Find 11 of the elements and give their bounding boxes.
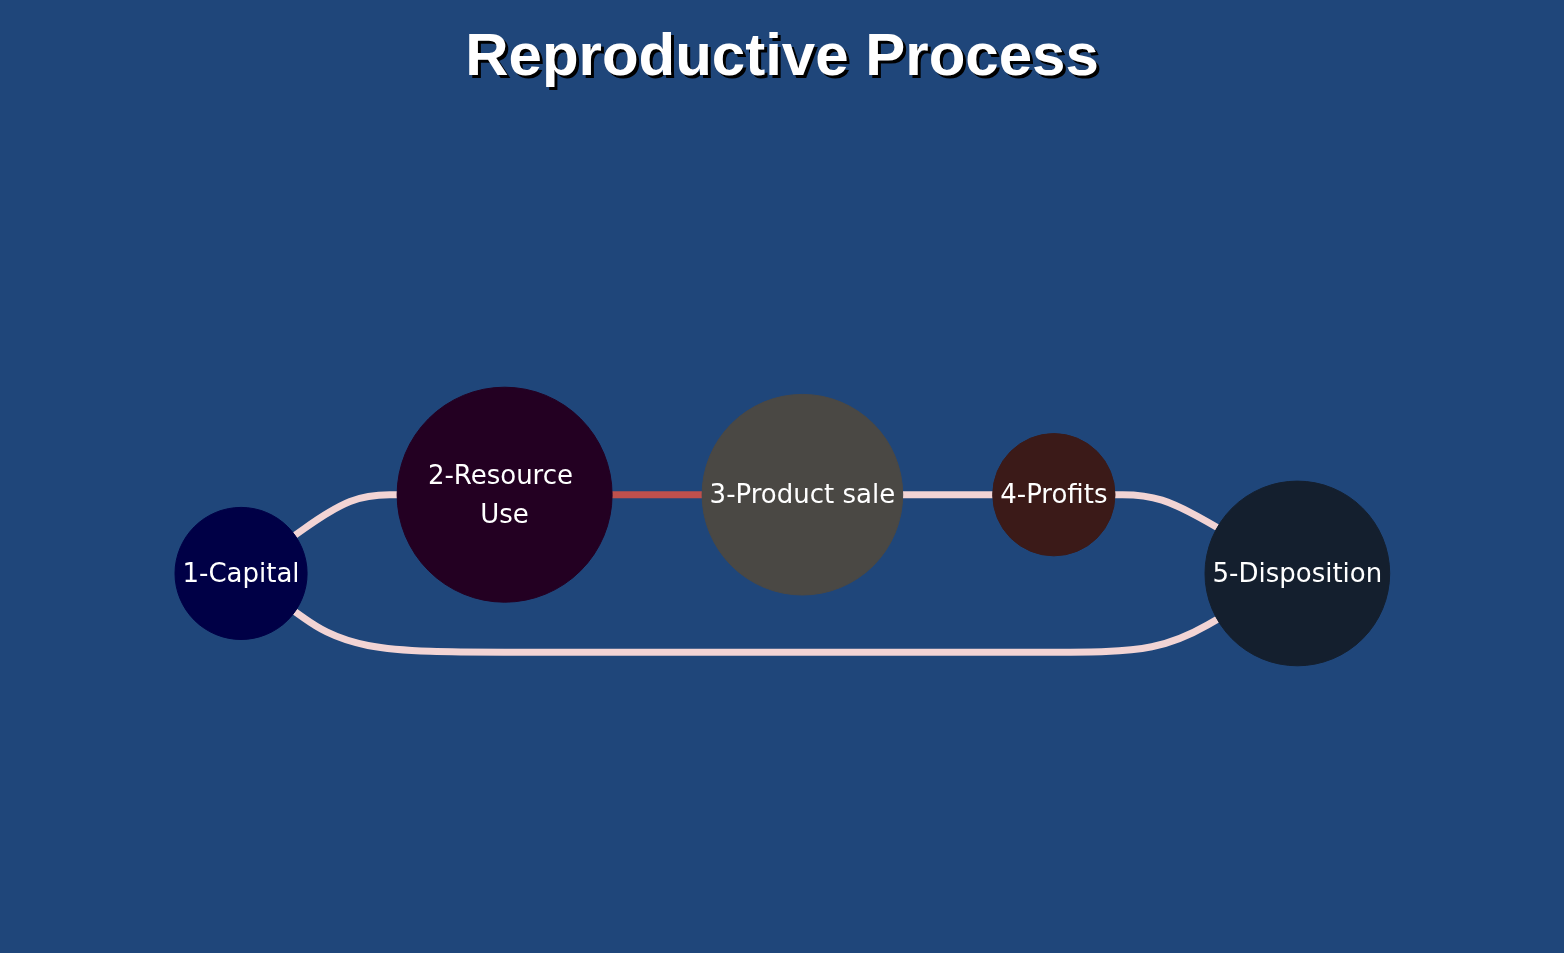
connector [292, 608, 1219, 656]
connector [292, 491, 397, 539]
diagram-title: Reproductive Process [464, 20, 1100, 89]
node-circle: 4-Profits [991, 433, 1116, 557]
node-circle: 2-Resource Use [396, 386, 613, 603]
connector [1114, 491, 1219, 531]
node-circle: 1-Capital [174, 506, 308, 640]
connector [611, 491, 702, 499]
node-circle: 3-Product sale [701, 393, 903, 596]
node-circle: 5-Disposition [1204, 480, 1390, 667]
connector [902, 491, 993, 499]
